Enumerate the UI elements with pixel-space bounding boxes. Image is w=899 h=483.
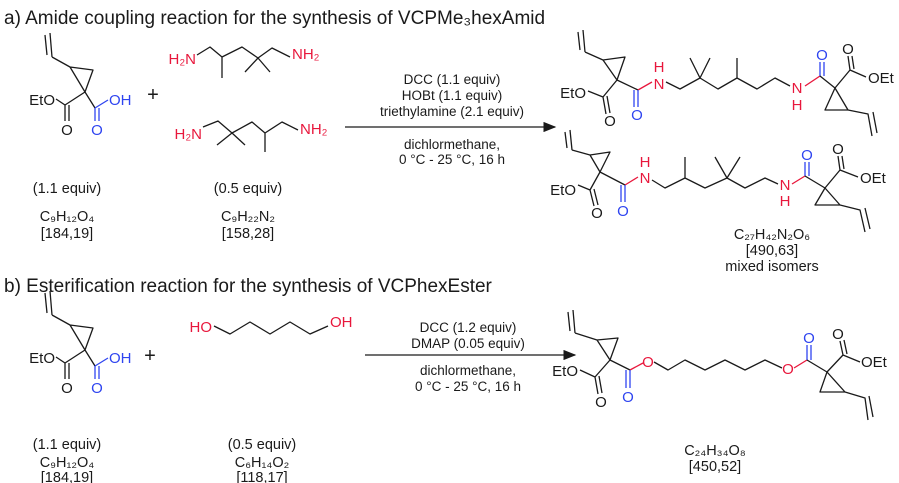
condition: DMAP (0.05 equiv): [411, 336, 525, 351]
atom-label: NH₂: [292, 46, 320, 63]
atom-label: N: [654, 76, 665, 93]
condition: dichlormethane,: [404, 137, 500, 152]
atom-label: O: [591, 205, 603, 222]
condition: DCC (1.2 equiv): [420, 320, 517, 335]
atom-label: EtO: [550, 182, 576, 199]
formula-label: C₉H₁₂O₄: [40, 209, 94, 225]
atom-label: O: [61, 122, 73, 139]
formula-label: C₉H₂₂N₂: [221, 209, 275, 225]
formula-label: C₂₇H₄₂N₂O₆: [734, 227, 810, 243]
atom-label: EtO: [29, 92, 55, 109]
equiv-label: (0.5 equiv): [214, 181, 283, 197]
atom-label: H: [640, 154, 651, 171]
atom-label: O: [816, 47, 828, 64]
mass-label: [184,19]: [41, 226, 93, 242]
atom-label: O: [631, 107, 643, 124]
atom-label: O: [595, 394, 607, 411]
atom-label: O: [604, 113, 616, 130]
mass-label: [118,17]: [236, 470, 287, 483]
condition: DCC (1.1 equiv): [404, 72, 501, 87]
atom-label: N: [792, 80, 803, 97]
formula-label: C₆H₁₄O₂: [235, 455, 290, 471]
atom-label: OH: [109, 92, 132, 109]
atom-label: N: [640, 170, 651, 187]
atom-label: H: [780, 193, 791, 210]
atom-label: O: [91, 380, 103, 397]
condition: dichlormethane,: [420, 363, 516, 378]
reactant-acid-b: EtO O O OH: [29, 290, 132, 397]
atom-label: EtO: [560, 85, 586, 102]
atom-label: O: [842, 41, 854, 58]
atom-label: O: [622, 389, 634, 406]
atom-label: O: [832, 326, 844, 343]
mass-label: [158,28]: [222, 226, 274, 242]
condition: 0 °C - 25 °C, 16 h: [415, 379, 521, 394]
plus-sign: +: [147, 84, 159, 106]
atom-label: O: [832, 141, 844, 158]
atom-label: EtO: [552, 363, 578, 380]
atom-label: OH: [330, 314, 353, 331]
atom-label: OEt: [860, 170, 887, 187]
product-amide-isomer-2: EtO O O N H N H O O OEt: [550, 129, 887, 233]
atom-label: O: [642, 354, 654, 371]
atom-label: O: [803, 330, 815, 347]
condition: 0 °C - 25 °C, 16 h: [399, 152, 505, 167]
section-a-title: a) Amide coupling reaction for the synth…: [4, 8, 545, 29]
atom-label: O: [801, 147, 813, 164]
formula-label: C₉H₁₂O₄: [40, 455, 94, 471]
isomer-note: mixed isomers: [725, 259, 818, 275]
section-b-title: b) Esterification reaction for the synth…: [4, 276, 493, 297]
atom-label: HO: [190, 319, 213, 336]
formula-label: C₂₄H₃₄O₈: [684, 443, 746, 459]
reactant-acid-a: EtO O O OH: [29, 32, 132, 139]
mass-label: [450,52]: [689, 459, 741, 475]
atom-label: N: [780, 177, 791, 194]
reactant-hexanediol: HO OH: [190, 314, 353, 336]
equiv-label: (1.1 equiv): [33, 181, 102, 197]
atom-label: H₂N: [169, 51, 197, 68]
equiv-label: (1.1 equiv): [33, 437, 102, 453]
atom-label: OH: [109, 350, 132, 367]
atom-label: OEt: [868, 70, 895, 87]
product-amide-isomer-1: EtO O O N H N H O O OEt: [560, 29, 895, 137]
mass-label: [184,19]: [41, 470, 93, 483]
atom-label: O: [61, 380, 73, 397]
condition: triethylamine (2.1 equiv): [380, 104, 524, 119]
atom-label: NH₂: [300, 121, 328, 138]
atom-label: EtO: [29, 350, 55, 367]
atom-label: H₂N: [175, 126, 203, 143]
atom-label: O: [617, 203, 629, 220]
plus-sign: +: [144, 345, 156, 367]
atom-label: O: [782, 361, 794, 378]
mass-label: [490,63]: [746, 243, 798, 259]
atom-label: H: [654, 59, 665, 76]
product-diester: EtO O O O O O O OEt: [552, 309, 888, 421]
condition: HOBt (1.1 equiv): [402, 88, 503, 103]
atom-label: OEt: [861, 354, 888, 371]
reactant-diamine: H₂N NH₂ H₂N NH₂: [169, 46, 328, 152]
atom-label: O: [91, 122, 103, 139]
atom-label: H: [792, 97, 803, 114]
equiv-label: (0.5 equiv): [228, 437, 297, 453]
